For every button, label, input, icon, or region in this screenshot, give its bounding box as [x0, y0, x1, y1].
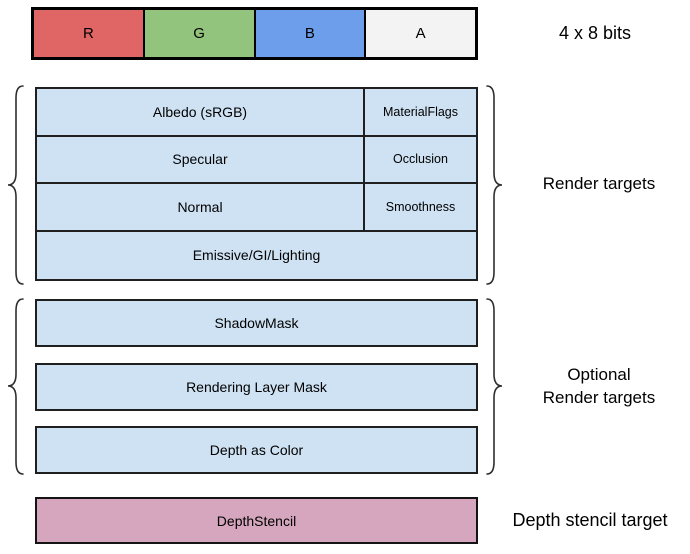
bit-cell-r-label: R	[82, 25, 94, 42]
bit-cell-r: R	[34, 10, 143, 57]
optional-label-line2: Render targets	[542, 387, 656, 407]
bits-caption: 4 x 8 bits	[558, 23, 632, 43]
bit-cell-b-label: B	[304, 25, 315, 42]
cell-albedo: Albedo (sRGB)	[37, 89, 363, 137]
render-targets-label: Render targets	[542, 173, 656, 193]
depthstencil-box-label: DepthStencil	[216, 512, 297, 529]
curly-brace-right-icon	[486, 298, 503, 475]
cell-occlusion: Occlusion	[363, 136, 476, 184]
cell-smoothness: Smoothness	[363, 184, 476, 232]
bit-cell-a-label: A	[415, 25, 426, 42]
bit-strip: R G B A	[31, 7, 478, 60]
shadowmask-box: ShadowMask	[35, 299, 478, 347]
bit-cell-b: B	[253, 10, 365, 57]
optional-render-targets-label: Optional Render targets	[508, 298, 690, 475]
curly-brace-right-icon	[486, 85, 503, 285]
cell-normal: Normal	[37, 184, 363, 232]
depthstencil-box: DepthStencil	[35, 497, 478, 544]
rendering-layer-mask-box: Rendering Layer Mask	[35, 363, 478, 411]
depth-stencil-target-label: Depth stencil target	[512, 510, 668, 531]
cell-emissive-gi-lighting: Emissive/GI/Lighting	[37, 231, 476, 279]
depth-as-color-box: Depth as Color	[35, 426, 478, 474]
render-targets-table: Albedo (sRGB) MaterialFlags Specular Occ…	[35, 87, 478, 281]
curly-brace-left-icon	[7, 298, 24, 475]
bit-cell-a: A	[364, 10, 475, 57]
cell-materialflags: MaterialFlags	[363, 89, 476, 137]
curly-brace-left-icon	[7, 85, 24, 285]
bit-cell-g: G	[142, 10, 254, 57]
cell-specular: Specular	[37, 136, 363, 184]
bit-cell-g-label: G	[193, 25, 205, 42]
optional-label-line1: Optional	[567, 364, 631, 384]
